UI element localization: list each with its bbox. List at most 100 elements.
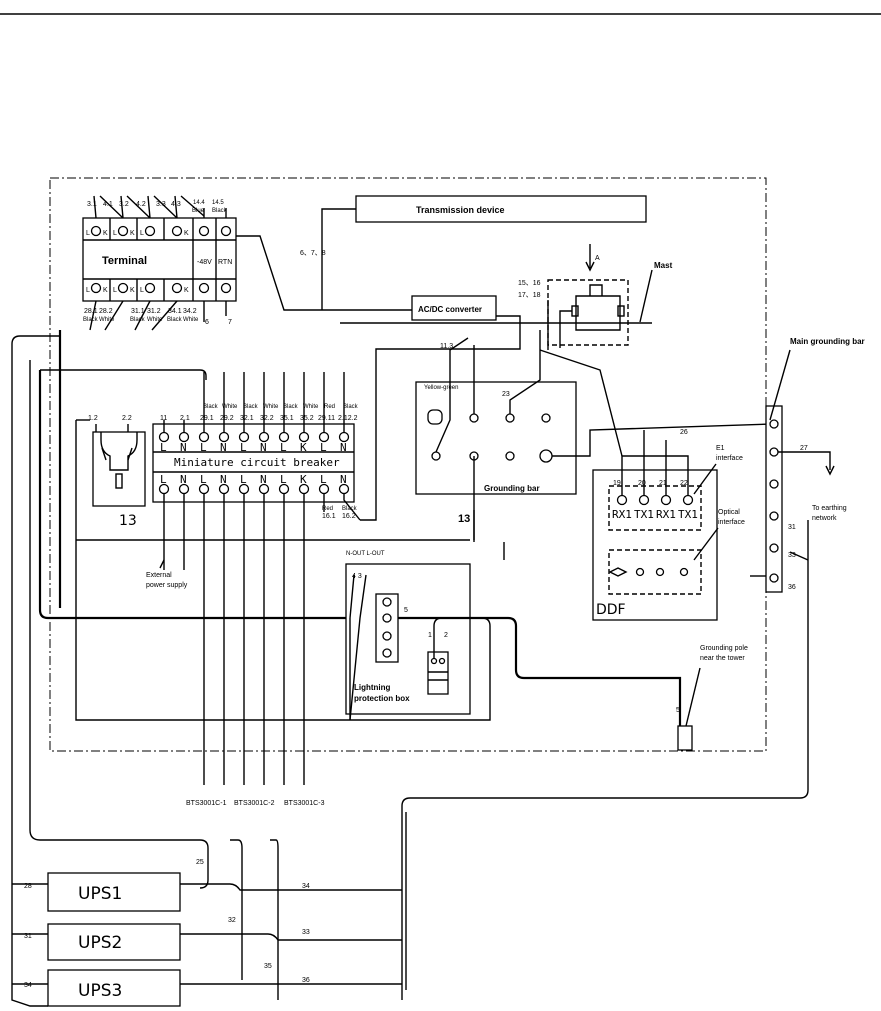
tb-bot-sub-1: Black	[83, 317, 99, 323]
bts-label-3: BTS3001C-3	[284, 800, 325, 807]
lp-pin-1: 1	[428, 632, 432, 639]
socket-label-2: 2.2	[122, 415, 132, 422]
tb-pin-top-1: L	[86, 230, 90, 237]
terminal-rtn: RTN	[218, 259, 232, 266]
mcb-bot-sub-2: Black	[342, 506, 358, 512]
wire-13: 13	[458, 513, 470, 525]
mast-label-1: 15、16	[518, 280, 541, 287]
ddf-label: DDF	[596, 602, 626, 618]
e1-title-2: interface	[716, 455, 743, 462]
tb-bot-label-3: 31.1	[131, 308, 145, 315]
terminal-title: Terminal	[102, 255, 147, 267]
tb-pin-bot-6: K	[184, 287, 189, 294]
mcb-top-sub-1: Black	[203, 404, 219, 410]
e1-num-4: 22	[680, 480, 688, 487]
e1-num-1: 19	[613, 480, 621, 487]
mcb-pin-top-1: L	[160, 441, 167, 454]
mcb-pin-top-10: N	[340, 441, 347, 454]
e1-port-1: RX1	[612, 508, 632, 521]
tb-wire-7: 7	[228, 319, 232, 326]
tb-top-label-5: 3.3	[156, 201, 166, 208]
tb-top-sub-2: Black	[212, 208, 228, 214]
mcb-top-sub-5: Black	[283, 404, 299, 410]
lightning-protection-box: N-OUT L-OUT 4 3 5 1 2 Lightning protecti…	[345, 551, 682, 726]
mast-assembly: A 15、16 17、18 Mast	[518, 244, 673, 350]
mast-label: Mast	[654, 261, 673, 270]
mcb-top-label-5: 32.1	[240, 415, 254, 422]
mcb-bot-label-2: 16.2	[342, 513, 356, 520]
mcb-top-label-4: 29.2	[220, 415, 234, 422]
lp-title-1: Lightning	[354, 683, 391, 692]
lp-header: N-OUT L-OUT	[346, 551, 385, 557]
tb-pin-top-3: L	[113, 230, 117, 237]
e1-num-2: 20	[638, 480, 646, 487]
yg-label: 11.3	[440, 343, 453, 350]
bts-label-2: BTS3001C-2	[234, 800, 275, 807]
tb-bot-label-2: 28.2	[99, 308, 113, 315]
mcb-pin-top-6: N	[260, 441, 267, 454]
grounding-pole-label-2: near the tower	[700, 655, 745, 662]
mcb-pin-bot-5: L	[240, 473, 247, 486]
mcb-top-label-8: 35.2	[300, 415, 314, 422]
tb-bot-sub-4: White	[147, 317, 163, 323]
ups3-label: UPS3	[78, 981, 122, 1001]
external-power-1: External	[146, 572, 172, 579]
tb-bot-sub-6: White	[183, 317, 199, 323]
mcb-top-sub-6: White	[303, 404, 319, 410]
ups-left-31: 31	[24, 933, 32, 940]
tb-pin-top-2: K	[103, 230, 108, 237]
tb-bot-sub-2: White	[99, 317, 115, 323]
e1-port-4: TX1	[678, 508, 698, 521]
mcb-pin-top-7: L	[280, 441, 287, 454]
tb-bot-label-5: 34.1	[168, 308, 182, 315]
mcb-pin-top-5: L	[240, 441, 247, 454]
mcb-top-label-3: 29.1	[200, 415, 214, 422]
mcb-top-sub-3: Black	[243, 404, 259, 410]
ups1-box	[47, 872, 181, 912]
ups-mid-35: 35	[264, 963, 272, 970]
tb-bot-sub-3: Black	[130, 317, 146, 323]
ups-left-34: 34	[24, 982, 32, 989]
e1-num-3: 21	[659, 480, 667, 487]
tb-top-label-1: 3.1	[87, 201, 97, 208]
tb-pin-bot-5: L	[140, 287, 144, 294]
external-power-2: power supply	[146, 582, 188, 589]
tb-wire-6: 6	[205, 319, 209, 326]
wires-6-7-8: 6、7、8	[300, 250, 326, 257]
mcb-top-sub-2: White	[222, 404, 238, 410]
mcb-pin-top-8: K	[300, 441, 307, 454]
mcb-top-label-2: 2.1	[180, 415, 190, 422]
ddf-box: 19 20 21 22 RX1 TX1 RX1 TX1 DDF E1 inter…	[539, 349, 745, 621]
earthing-label-1: To earthing	[812, 505, 847, 512]
tb-top-label-3: 3.2	[119, 201, 129, 208]
power-socket: 13 1.2 2.2	[88, 415, 146, 529]
grounding-bar-label: Grounding bar	[484, 484, 540, 493]
socket-label-1: 1.2	[88, 415, 98, 422]
acdc-converter-label: AC/DC converter	[418, 305, 482, 314]
mcb-pin-top-4: N	[220, 441, 227, 454]
main-grounding-bar-label: Main grounding bar	[790, 337, 865, 346]
e1-title-1: E1	[716, 445, 725, 452]
bus-label-36: 36	[788, 584, 796, 591]
miniature-circuit-breaker: Miniature circuit breaker L N L N L N L …	[152, 372, 361, 785]
feeder-loop-1	[38, 370, 350, 620]
cabinet-frame	[49, 177, 767, 752]
ups-left-28: 28	[24, 883, 32, 890]
mcb-top-label-6: 32.2	[260, 415, 274, 422]
arrow-a-label: A	[595, 255, 600, 262]
optical-title-2: interface	[718, 519, 745, 526]
tb-pin-bot-2: K	[103, 287, 108, 294]
mcb-pin-top-3: L	[200, 441, 207, 454]
mast-label-2: 17、18	[518, 292, 541, 299]
mcb-pin-bot-8: K	[300, 473, 307, 486]
tb-pin-top-6: K	[184, 230, 189, 237]
mcb-bot-sub-1: Red	[322, 506, 333, 512]
mcb-top-label-1: 11	[160, 415, 167, 422]
mcb-top-sub-8: Black	[343, 404, 359, 410]
tb-pin-bot-3: L	[113, 287, 117, 294]
yg-sub: Yellow-green	[424, 385, 458, 391]
optical-title-1: Optical	[718, 509, 740, 516]
ups-mid-25: 25	[196, 859, 204, 866]
lp-ec: 4 3	[352, 573, 362, 580]
